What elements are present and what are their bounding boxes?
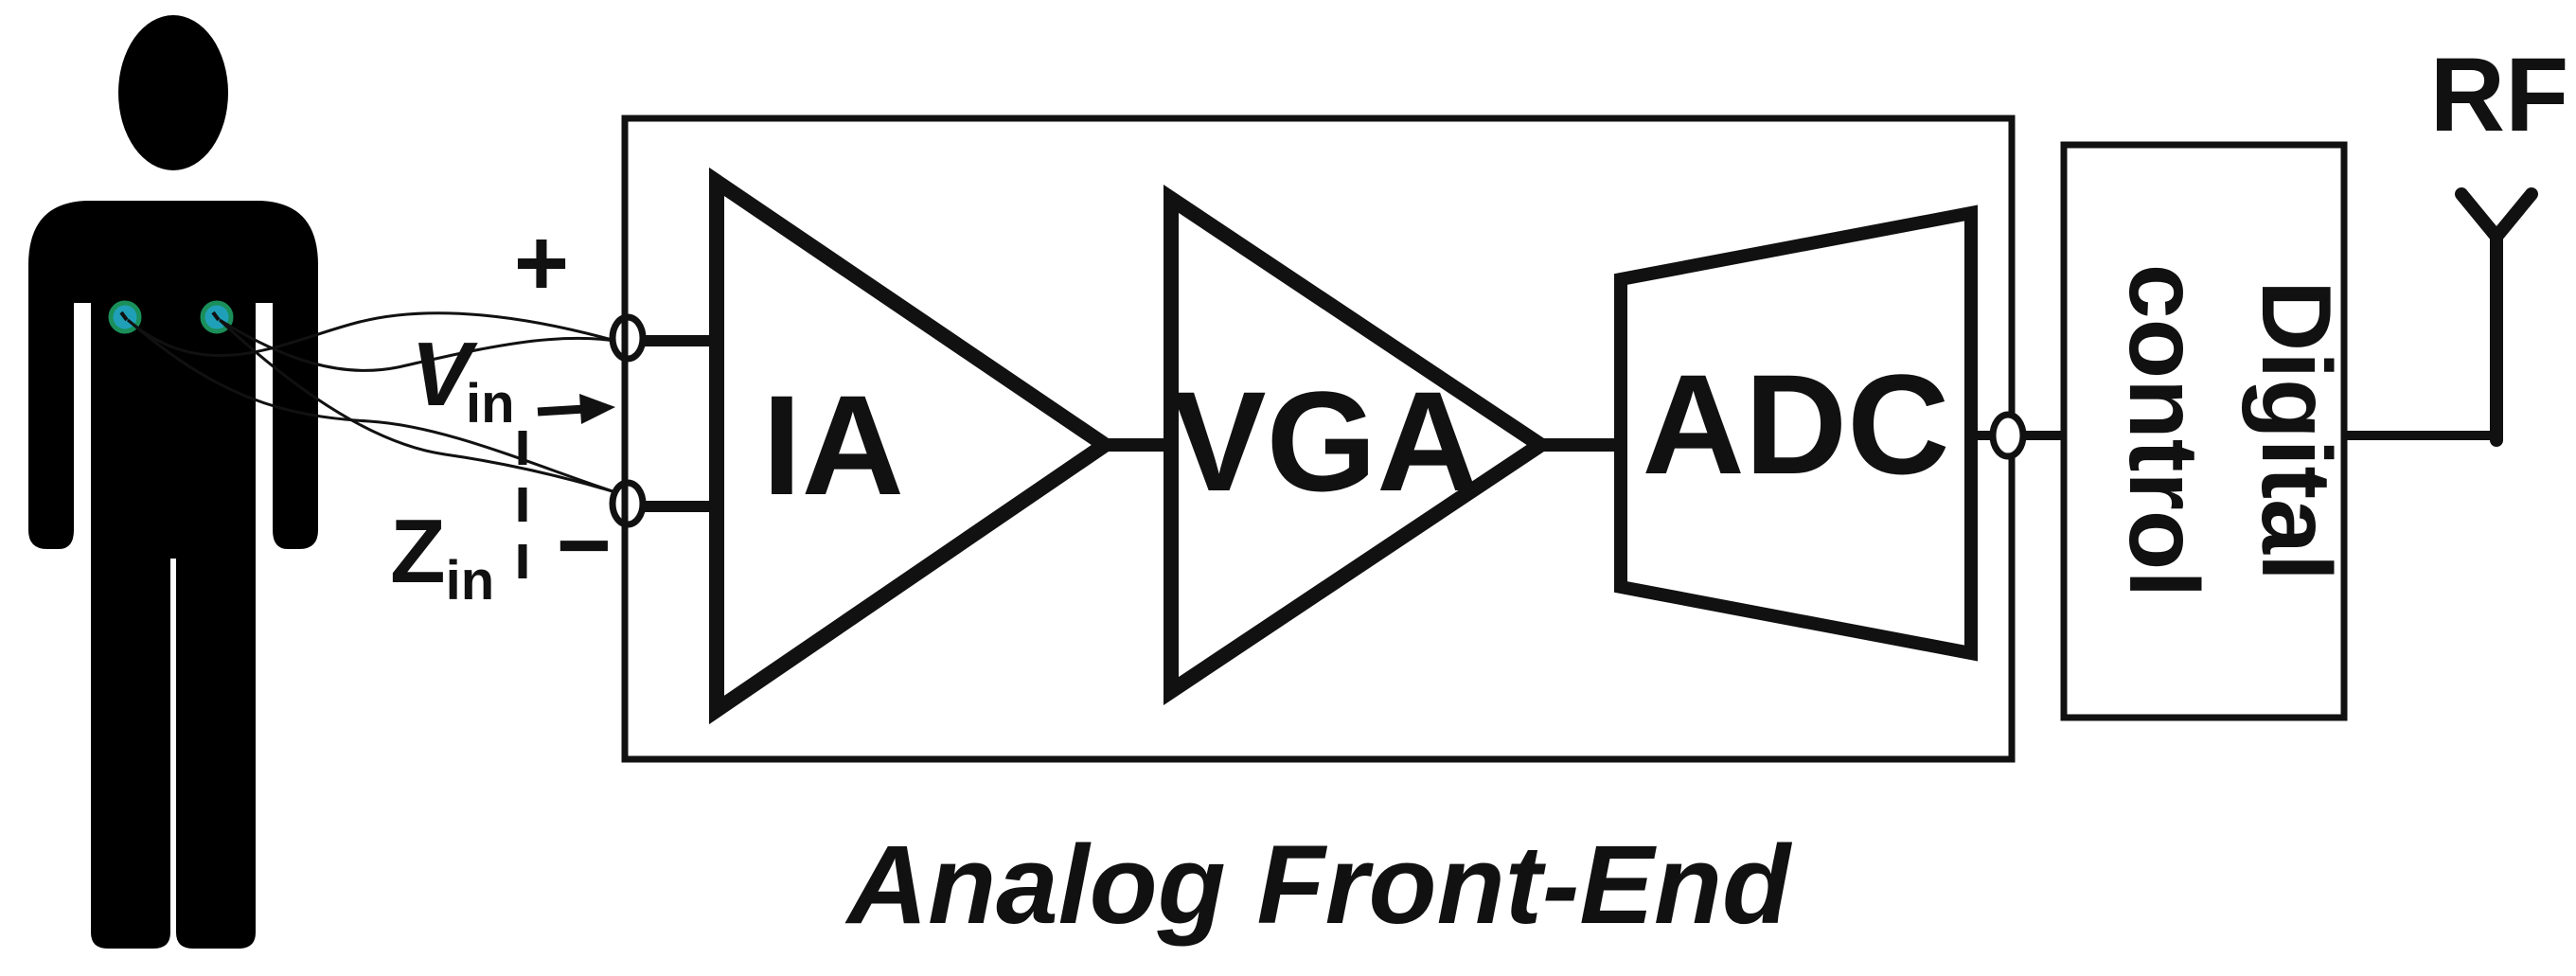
adc-output-terminal-icon	[1989, 411, 2027, 460]
minus-sign: −	[557, 492, 612, 598]
electrode-left-mark	[119, 311, 129, 322]
adc-label: ADC	[1643, 345, 1950, 504]
antenna-icon	[2455, 187, 2538, 447]
rf-label: RF	[2430, 37, 2569, 153]
torso	[28, 201, 318, 949]
adc-converter	[1614, 204, 1978, 662]
plus-sign: +	[514, 210, 569, 316]
zin-label: Zin	[390, 501, 494, 612]
ia-label: IA	[762, 365, 904, 524]
electrode-right-mark	[211, 311, 221, 322]
head	[118, 15, 228, 170]
control-label: control	[2108, 264, 2218, 597]
human-silhouette-icon	[28, 15, 318, 949]
electrode-wires	[127, 311, 616, 494]
wire-upper-b	[219, 318, 616, 372]
ia-amplifier	[709, 167, 1119, 725]
vga-label: VGA	[1171, 362, 1479, 521]
vga-amplifier	[1164, 185, 1554, 705]
analog-front-end-caption: Analog Front-End	[844, 823, 1793, 948]
wire-upper-a	[127, 311, 616, 357]
digital-label: Digital	[2241, 280, 2351, 581]
wire-lower-a	[127, 318, 616, 494]
vin-label: Vin	[411, 324, 515, 435]
wire-lower-b	[218, 318, 616, 494]
vin-arrow-icon	[537, 394, 615, 424]
